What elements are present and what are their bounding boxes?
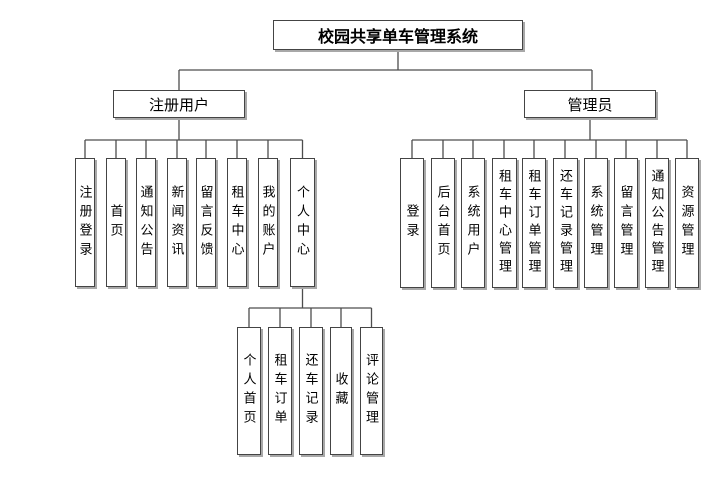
node-message-feedback: 留言反馈 [196,158,216,287]
node-home: 首页 [106,158,126,287]
node-resource-management: 资源管理 [675,158,699,288]
node-personal-home: 个人首页 [237,327,261,455]
node-message-management: 留言管理 [614,158,638,288]
node-news-info: 新闻资讯 [167,158,187,287]
node-favorites: 收藏 [330,327,352,455]
node-login: 登录 [400,158,424,288]
node-root-system-title: 校园共享单车管理系统 [273,20,523,50]
node-return-record-management: 还车记录管理 [553,158,578,288]
node-return-records: 还车记录 [299,327,323,455]
node-personal-center: 个人中心 [290,158,315,287]
connector-user-to-children [84,118,304,158]
connector-admin-to-children [411,118,688,158]
node-system-management: 系统管理 [584,158,608,288]
node-my-account: 我的账户 [258,158,278,287]
node-comment-management: 评论管理 [360,327,383,455]
node-system-users: 系统用户 [461,158,485,288]
connector-personal-center-to-children [248,287,373,327]
node-admin: 管理员 [524,90,656,118]
node-rental-order-management: 租车订单管理 [522,158,546,288]
node-rental-center-management: 租车中心管理 [492,158,517,288]
node-backend-home: 后台首页 [431,158,455,288]
node-bike-rental-center: 租车中心 [227,158,247,287]
node-registered-user: 注册用户 [113,90,245,118]
node-register-login: 注册登录 [75,158,95,287]
node-notice-announcement-management: 通知公告管理 [645,158,669,288]
connector-root-to-branches [178,50,593,90]
node-rental-orders: 租车订单 [268,327,292,455]
node-notice-announcement: 通知公告 [136,158,156,287]
